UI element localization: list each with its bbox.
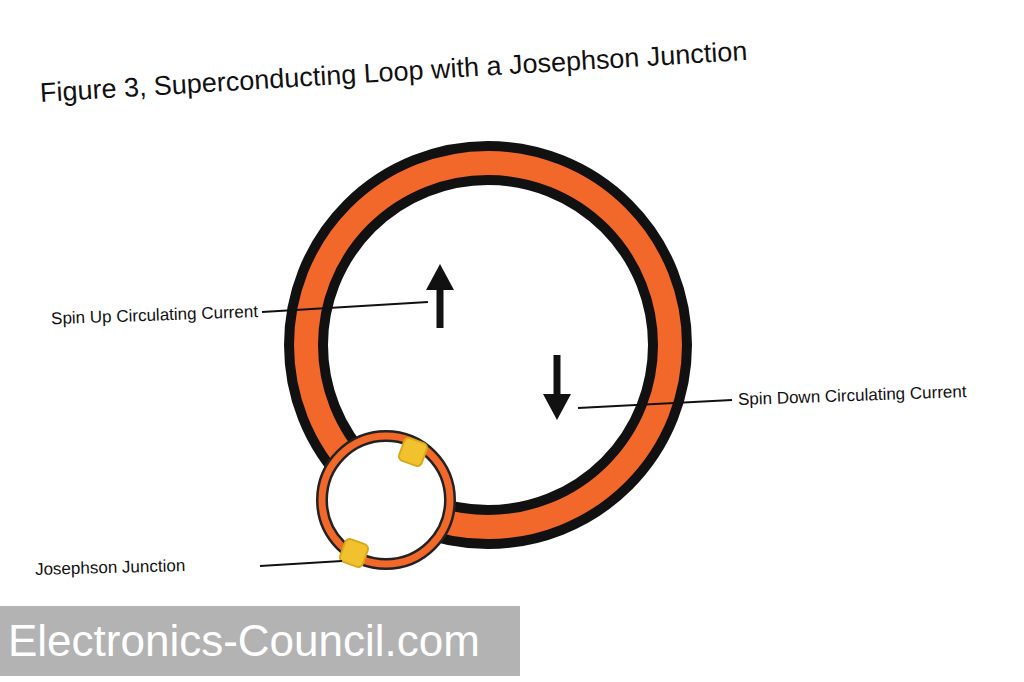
figure-title: Figure 3, Superconducting Loop with a Jo… bbox=[39, 36, 748, 109]
junction-loop bbox=[322, 436, 450, 564]
callout-label: Spin Up Circulating Current bbox=[51, 302, 258, 329]
junction-loop-outline bbox=[322, 436, 450, 564]
josephson-junction bbox=[339, 538, 370, 569]
josephson-junction bbox=[398, 437, 429, 468]
leader-line bbox=[262, 302, 428, 312]
watermark-band bbox=[0, 606, 520, 676]
spin-down-arrowhead bbox=[543, 394, 571, 420]
spin-up-arrowhead bbox=[426, 264, 454, 290]
callout-label: Josephson Junction bbox=[35, 556, 186, 580]
watermark: Electronics-Council.com bbox=[8, 616, 480, 666]
callout-label: Spin Down Circulating Current bbox=[738, 382, 967, 410]
spin-down-arrow bbox=[554, 355, 561, 398]
leader-line bbox=[260, 561, 342, 566]
leader-line bbox=[578, 400, 732, 408]
spin-up-arrow bbox=[437, 285, 444, 328]
